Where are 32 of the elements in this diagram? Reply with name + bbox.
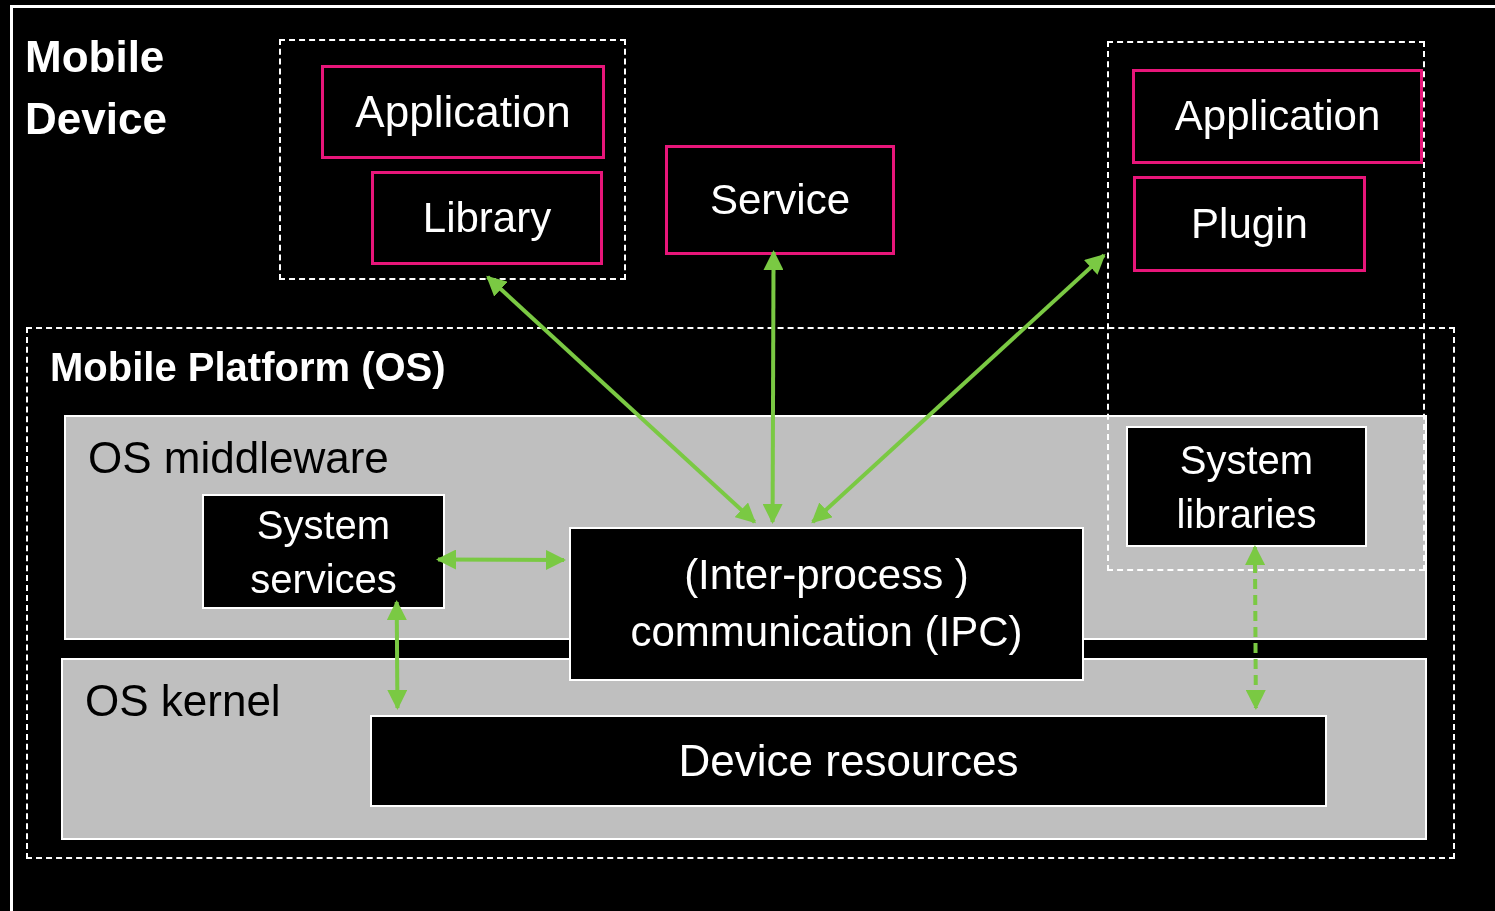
- layer-title: Mobile Platform (OS): [50, 344, 447, 391]
- module-box: [202, 494, 445, 609]
- platform-panel: [26, 327, 1455, 859]
- dashed-group-box: [279, 39, 626, 280]
- double-arrow: [811, 253, 1106, 524]
- component-box: [371, 171, 603, 265]
- box-label: System libraries: [1175, 436, 1318, 538]
- box-label: Application: [1173, 91, 1382, 142]
- layer-title: OS middleware: [88, 432, 390, 484]
- device-frame: [10, 5, 1495, 911]
- layer-title: Mobile Device: [25, 31, 168, 145]
- module-box: [1126, 426, 1367, 547]
- box-label: Device resources: [677, 735, 1020, 788]
- component-box: [1133, 176, 1366, 272]
- double-arrow: [1245, 545, 1266, 710]
- module-box: [370, 715, 1327, 807]
- box-label: Library: [421, 192, 553, 243]
- box-label: (Inter-process ) communication (IPC): [629, 550, 1024, 657]
- double-arrow: [436, 549, 566, 570]
- layer-title: OS kernel: [85, 675, 282, 727]
- component-box: [321, 65, 605, 159]
- double-arrow: [762, 250, 784, 524]
- double-arrow: [486, 275, 756, 524]
- component-box: [665, 145, 895, 255]
- box-label: Service: [708, 174, 852, 225]
- module-box: [569, 527, 1084, 681]
- layer-band: [61, 658, 1427, 840]
- double-arrow: [386, 600, 408, 710]
- box-label: Plugin: [1190, 198, 1309, 249]
- component-box: [1132, 69, 1423, 164]
- box-label: Application: [354, 86, 572, 139]
- box-label: System services: [249, 501, 398, 603]
